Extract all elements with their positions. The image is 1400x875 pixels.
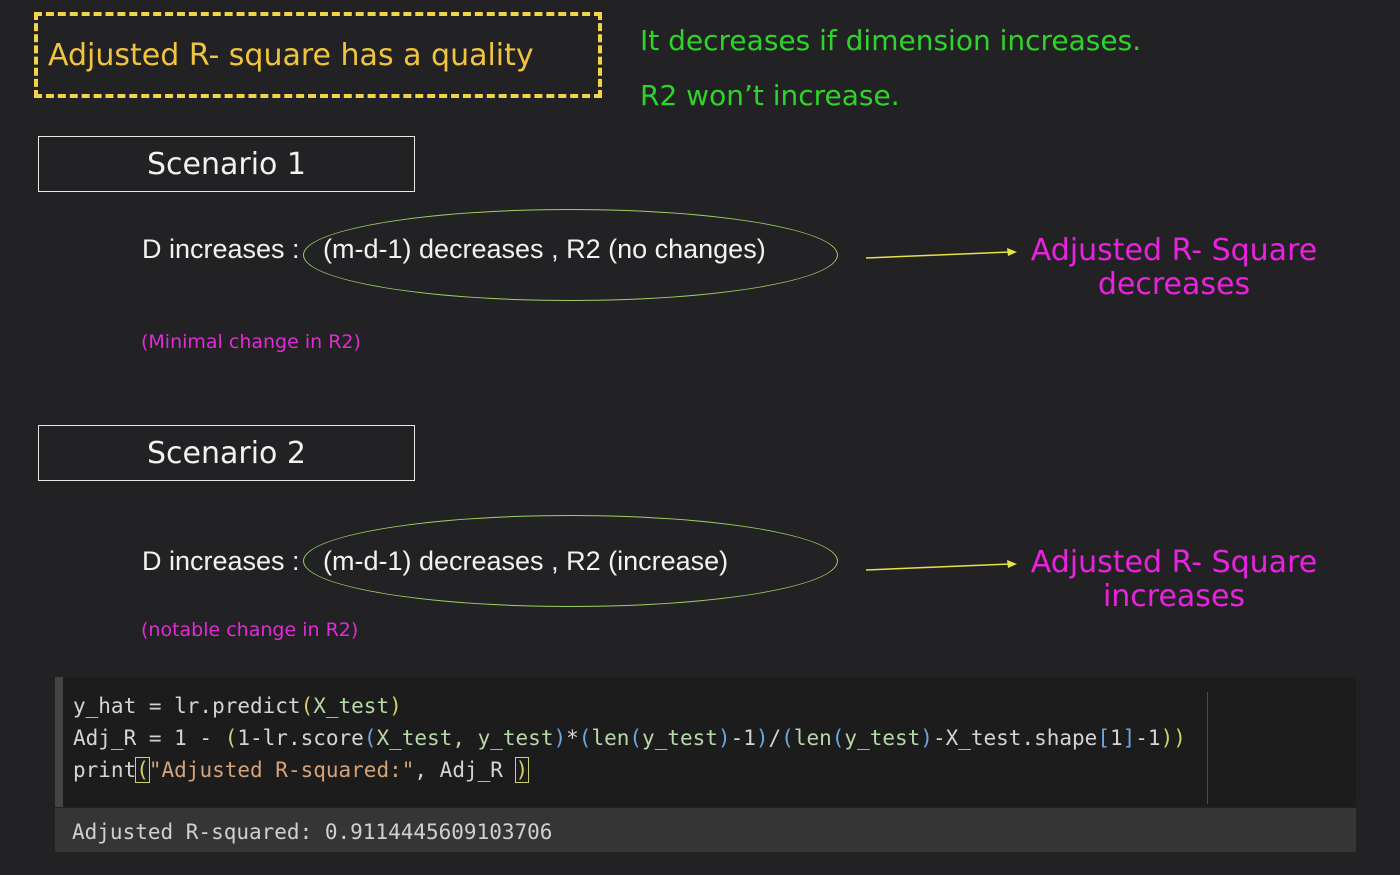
code-token: [ [1097,726,1110,750]
code-cell-gutter [55,677,63,807]
code-token: X_test, y_test [376,726,554,750]
scenario-2-title-text: Scenario 2 [146,435,307,471]
code-token: X_test [313,694,390,718]
scenario-2-result: Adjusted R- Square increases [1030,546,1318,614]
code-token: len [793,726,832,750]
code-token: ) [755,726,769,750]
code-token: )) [1160,726,1186,750]
scenario-1-arrow-icon [865,248,1017,259]
code-token: ) [389,694,402,718]
scenario-1-note: (Minimal change in R2) [141,331,361,353]
code-line-2: Adj_R = 1 - (1-lr.score(X_test, y_test)*… [73,726,1186,750]
scenario-1-title: Scenario 1 [38,136,415,192]
code-token: "Adjusted R-squared:" [148,758,415,782]
code-token: y_test [844,726,921,750]
scenario-2-ellipse-text: (m-d-1) decreases , R2 (increase) [323,546,729,576]
scenario-1-label: D increases : [142,234,300,264]
scenario-2-label: D increases : [142,546,300,576]
code-token: Adj_R = 1 - [73,726,225,750]
scenario-2-title: Scenario 2 [38,425,415,481]
scenario-1-ellipse-text: (m-d-1) decreases , R2 (no changes) [323,234,766,264]
scenario-1-title-text: Scenario 1 [146,146,307,182]
output-cell [55,808,1356,852]
scenario-2-ellipse [303,515,838,607]
code-token: ) [717,726,731,750]
scenario-2-note: (notable change in R2) [141,619,359,641]
code-token: ( [578,726,592,750]
dashed-callout-box [34,12,602,98]
scenario-2-arrow-icon [865,560,1017,571]
code-line-3: print("Adjusted R-squared:", Adj_R ) [73,757,530,783]
code-line-1: y_hat = lr.predict(X_test) [73,694,402,718]
callout-text: Adjusted R- square has a quality [48,38,534,73]
code-token: ( [781,726,794,750]
code-token: ( [135,757,150,783]
property-line-2: R2 won’t increase. [640,79,900,112]
scenario-1-result: Adjusted R- Square decreases [1030,234,1318,302]
scenario-2-result-line-2: increases [1102,579,1246,614]
code-token: ) [553,726,567,750]
code-token: ) [514,757,530,783]
code-token: ( [224,726,238,750]
code-token: print [73,758,137,782]
code-token: 1 [1109,726,1123,750]
code-token: * [566,726,579,750]
code-token: / [768,726,782,750]
code-token: 1-lr.score [237,726,364,750]
scenario-1-result-line-2: decreases [1097,267,1251,302]
code-token: -1 [1135,726,1161,750]
code-token: ( [363,726,377,750]
scenario-1-ellipse [303,209,838,301]
code-token: ( [831,726,845,750]
code-token: ( [629,726,643,750]
code-token: -1 [730,726,756,750]
code-token: len [591,726,630,750]
code-line-ruler [1207,692,1208,804]
output-text: Adjusted R-squared: 0.9114445609103706 [72,820,553,844]
property-line-1: It decreases if dimension increases. [640,24,1142,57]
code-token: ] [1122,726,1136,750]
code-token: ( [300,694,314,718]
code-token: y_hat = lr.predict [73,694,301,718]
code-token: y_test [642,726,718,750]
code-token: ) [920,726,933,750]
scenario-2-result-line-1: Adjusted R- Square [1030,545,1318,580]
code-token: , Adj_R [414,758,516,782]
code-cell[interactable] [55,677,1356,807]
scenario-1-result-line-1: Adjusted R- Square [1030,233,1318,268]
code-token: -X_test.shape [932,726,1098,750]
